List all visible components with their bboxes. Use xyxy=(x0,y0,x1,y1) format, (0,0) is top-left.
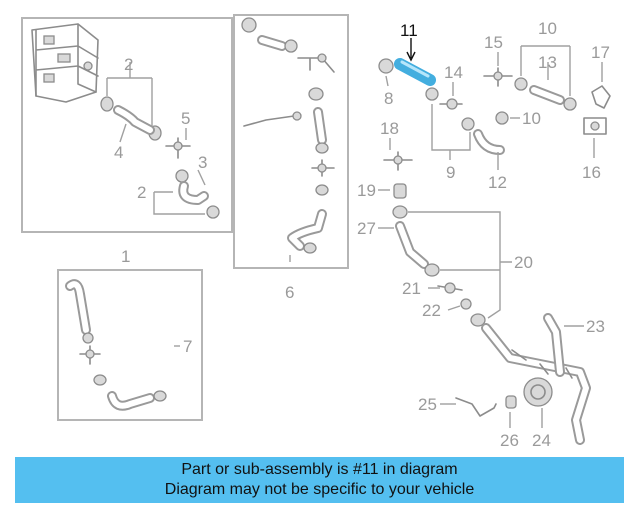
callout-21: 21 xyxy=(402,279,421,298)
part-5-connector xyxy=(165,137,191,159)
banner-line-2: Diagram may not be specific to your vehi… xyxy=(164,481,475,498)
callout-7: 7 xyxy=(183,337,192,356)
callout-17: 17 xyxy=(591,43,610,62)
callout-19: 19 xyxy=(357,181,376,200)
part-24-pump xyxy=(523,377,553,428)
part-25-bracket xyxy=(440,397,497,417)
callout-3: 3 xyxy=(198,153,207,172)
banner-line-1: Part or sub-assembly is #11 in diagram xyxy=(181,461,458,478)
part-21-connector xyxy=(428,282,463,294)
part-1-module xyxy=(31,23,99,103)
part-13-hose xyxy=(514,45,577,111)
callout-2b: 2 xyxy=(137,183,146,202)
part-20-clamps xyxy=(408,211,512,327)
callout-5: 5 xyxy=(181,109,190,128)
callout-8: 8 xyxy=(384,89,393,108)
callout-9: 9 xyxy=(446,163,455,182)
part-pipe-assembly xyxy=(481,323,591,445)
callout-20: 20 xyxy=(514,253,533,272)
callout-6: 6 xyxy=(285,283,294,302)
group-box-7 xyxy=(57,269,203,421)
info-banner: Part or sub-assembly is #11 in diagram D… xyxy=(15,457,624,503)
part-27-hose xyxy=(378,205,429,269)
part-17-bracket xyxy=(591,62,611,109)
callout-27: 27 xyxy=(357,219,376,238)
callout-10a: 10 xyxy=(538,19,557,38)
part-26-plug xyxy=(505,395,517,428)
group-box-6 xyxy=(233,14,349,269)
callout-23: 23 xyxy=(586,317,605,336)
part-14-connector xyxy=(439,82,463,110)
part-11-hose-highlighted xyxy=(394,38,436,86)
group-7-parts xyxy=(65,279,180,411)
callout-24: 24 xyxy=(532,431,551,450)
part-16-valve xyxy=(583,117,607,158)
callout-1: 1 xyxy=(121,247,130,266)
callout-18: 18 xyxy=(380,119,399,138)
callout-14: 14 xyxy=(444,63,463,82)
part-23-hose xyxy=(543,313,584,377)
callout-11: 11 xyxy=(400,21,418,40)
group-1-leader-lines xyxy=(106,62,206,215)
callout-10b: 10 xyxy=(522,109,541,128)
part-18-connector xyxy=(383,138,413,171)
part-15-connector xyxy=(483,52,513,87)
callout-4: 4 xyxy=(114,143,123,162)
parts-diagram: 1 2 2 3 4 5 6 7 8 9 10 10 11 12 13 14 15… xyxy=(21,14,611,450)
callout-2a: 2 xyxy=(124,55,133,74)
callout-25: 25 xyxy=(418,395,437,414)
part-4-hose xyxy=(113,105,155,135)
callout-16: 16 xyxy=(582,163,601,182)
part-8-clamp xyxy=(378,58,394,87)
callout-26: 26 xyxy=(500,431,519,450)
callout-15: 15 xyxy=(484,33,503,52)
group-6-parts xyxy=(241,17,335,262)
part-22-clamp xyxy=(447,298,472,311)
part-10-clamp xyxy=(495,111,520,125)
callout-13: 13 xyxy=(538,53,557,72)
part-3-hose xyxy=(175,169,220,219)
callout-12: 12 xyxy=(488,173,507,192)
callout-22: 22 xyxy=(422,301,441,320)
group-box-1 xyxy=(21,17,233,233)
part-9-hose-assembly xyxy=(425,87,505,160)
part-19-grommet xyxy=(378,183,407,199)
